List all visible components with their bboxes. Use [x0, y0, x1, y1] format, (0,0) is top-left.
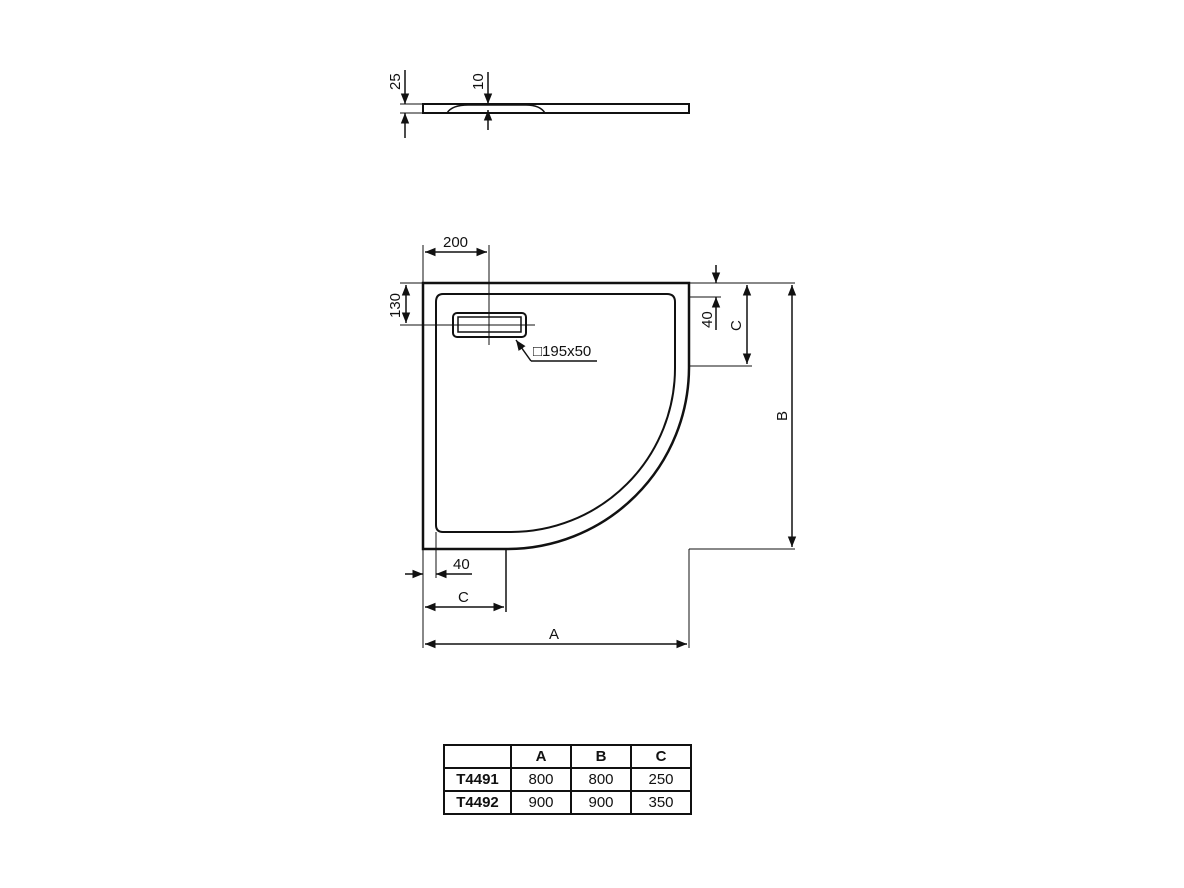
straight-bottom-label: C: [458, 589, 469, 606]
drain-recess: [446, 104, 546, 114]
table-header-B: B: [570, 744, 632, 769]
table-row: T4492 900 900 350: [443, 790, 692, 815]
table-header-blank: [443, 744, 512, 769]
dimension-table: A B C T4491 800 800 250 T4492 900 900 35…: [443, 744, 692, 815]
thickness-label: 25: [387, 73, 404, 90]
tray-inner-rim: [435, 293, 676, 533]
drain-offset-y-label: 130: [387, 293, 404, 318]
side-view: [400, 70, 690, 138]
value-cell-C: 250: [630, 767, 692, 792]
model-cell: T4492: [443, 790, 512, 815]
tray-outline: [421, 281, 691, 551]
straight-right-label: C: [728, 320, 745, 331]
value-cell-B: 800: [570, 767, 632, 792]
tray-profile: [422, 103, 690, 114]
rim-bottom-label: 40: [453, 556, 470, 573]
drain-size-label: □195x50: [533, 343, 591, 360]
depth-label-B: B: [774, 411, 791, 421]
table-header-row: A B C: [443, 744, 692, 769]
rim-right-label: 40: [699, 311, 716, 328]
table-header-C: C: [630, 744, 692, 769]
table-row: T4491 800 800 250: [443, 767, 692, 792]
width-label-A: A: [549, 626, 559, 643]
value-cell-C: 350: [630, 790, 692, 815]
value-cell-A: 900: [510, 790, 572, 815]
value-cell-B: 900: [570, 790, 632, 815]
table-header-A: A: [510, 744, 572, 769]
value-cell-A: 800: [510, 767, 572, 792]
model-cell: T4491: [443, 767, 512, 792]
plan-view: [400, 245, 797, 649]
drain-depth-label: 10: [470, 73, 487, 90]
drain-offset-x-label: 200: [443, 234, 468, 251]
